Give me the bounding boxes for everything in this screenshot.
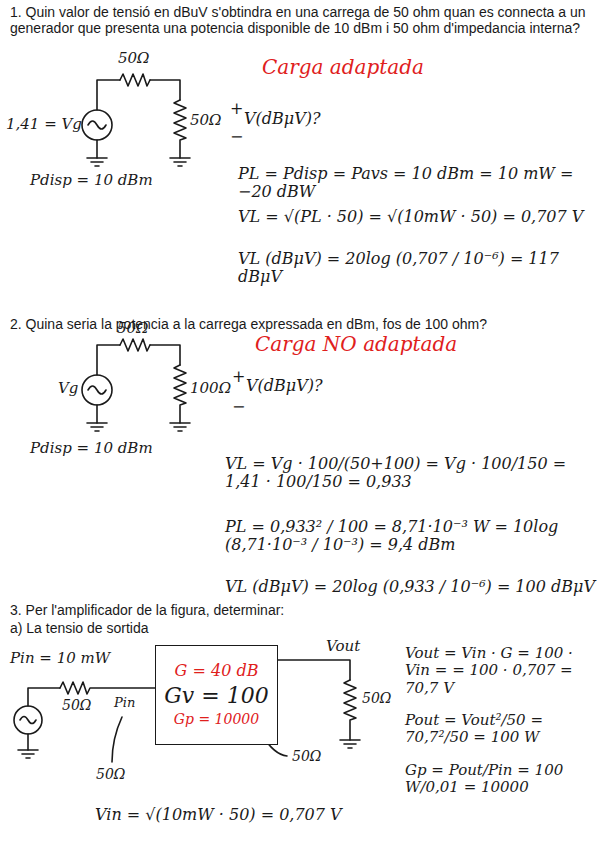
annotation: Carga adaptada <box>262 56 424 79</box>
polarity-sign: − <box>232 398 245 416</box>
sine-symbol <box>88 386 106 394</box>
question-text: 1. Quin valor de tensió en dBuV s'obtind… <box>10 4 595 36</box>
question-text: a) La tensio de sortida <box>10 620 595 636</box>
generator-symbol <box>14 706 42 734</box>
wire <box>97 80 120 110</box>
question-text: 3. Per l'amplificador de la figura, dete… <box>10 602 595 618</box>
ground-symbol <box>87 423 107 431</box>
port-label: Pin <box>114 696 135 711</box>
wire <box>96 140 98 158</box>
wire <box>278 660 350 680</box>
polarity-sign: + <box>230 100 243 118</box>
source-voltage: Vg <box>58 380 78 397</box>
formula: Vin = √(10mW · 50) = 0,707 V <box>95 806 395 824</box>
sine-symbol <box>88 121 106 129</box>
ground-symbol <box>87 158 107 166</box>
question-text: 2. Quina seria la potencia a la carrega … <box>10 316 595 332</box>
resistor-value: 100Ω <box>190 380 231 397</box>
formula: VL = √(PL · 50) = √(10mW · 50) = 0,707 V <box>238 208 593 226</box>
resistor-value: 50Ω <box>292 748 321 764</box>
wire <box>27 734 29 750</box>
wire <box>96 405 98 423</box>
resistor-value: 50Ω <box>190 112 222 129</box>
formula: Gp = Pout/Pin = 100 W/0,01 = 10000 <box>405 762 595 797</box>
power-label: Pdisp = 10 dBm <box>30 440 153 457</box>
ground-symbol <box>18 750 38 758</box>
sine-symbol <box>20 717 36 724</box>
wire <box>150 80 180 100</box>
formula: VL = Vg · 100/(50+100) = Vg · 100/150 = … <box>225 455 595 492</box>
annotation: Carga NO adaptada <box>255 333 457 356</box>
resistor-symbol <box>60 682 155 694</box>
formula: Pout = Vout²/50 = 70,7²/50 = 100 W <box>405 712 595 747</box>
power-label: Pdisp = 10 dBm <box>30 172 153 189</box>
leader-line <box>112 717 122 762</box>
ground-symbol <box>170 423 190 431</box>
formula: VL (dBμV) = 20log (0,707 / 10⁻⁶) = 117 d… <box>238 250 593 287</box>
voltage-label: Vout <box>326 638 360 655</box>
polarity-sign: + <box>232 368 245 386</box>
resistor-symbol <box>120 339 150 351</box>
ground-symbol <box>340 740 360 748</box>
resistor-value: 50Ω <box>118 50 150 67</box>
wire <box>97 345 120 375</box>
formula: Vout = Vin · G = 100 · Vin = = 100 · 0,7… <box>405 645 595 697</box>
ground-symbol <box>170 158 190 166</box>
generator-symbol <box>82 375 112 405</box>
resistor-value: 50Ω <box>96 766 125 782</box>
polarity-sign: − <box>230 128 243 146</box>
gain-label: Gp = 10000 <box>174 712 259 727</box>
gain-label: G = 40 dB <box>175 662 259 680</box>
wire <box>150 345 180 365</box>
resistor-value: 50Ω <box>362 690 391 706</box>
formula: PL = 0,933² / 100 = 8,71·10⁻³ W = 10log … <box>225 518 595 555</box>
voltage-label: V(dBμV)? <box>244 110 321 128</box>
formula: VL (dBμV) = 20log (0,933 / 10⁻⁶) = 100 d… <box>225 578 595 596</box>
voltage-label: V(dBμV)? <box>246 377 323 395</box>
power-label: Pin = 10 mW <box>10 650 110 667</box>
generator-symbol <box>82 110 112 140</box>
amplifier-box: G = 40 dB Gv = 100 Gp = 10000 <box>155 645 278 745</box>
gain-label: Gv = 100 <box>164 684 268 708</box>
resistor-symbol <box>120 74 150 86</box>
resistor-symbol <box>174 100 186 158</box>
resistor-value: 50Ω <box>117 320 149 337</box>
formula: PL = Pdisp = Pavs = 10 dBm = 10 mW = −20… <box>238 165 593 202</box>
source-voltage: 1,41 = Vg <box>6 116 82 133</box>
resistor-symbol <box>174 365 186 423</box>
resistor-symbol <box>344 680 356 740</box>
wire <box>28 688 60 706</box>
resistor-value: 50Ω <box>62 697 91 713</box>
